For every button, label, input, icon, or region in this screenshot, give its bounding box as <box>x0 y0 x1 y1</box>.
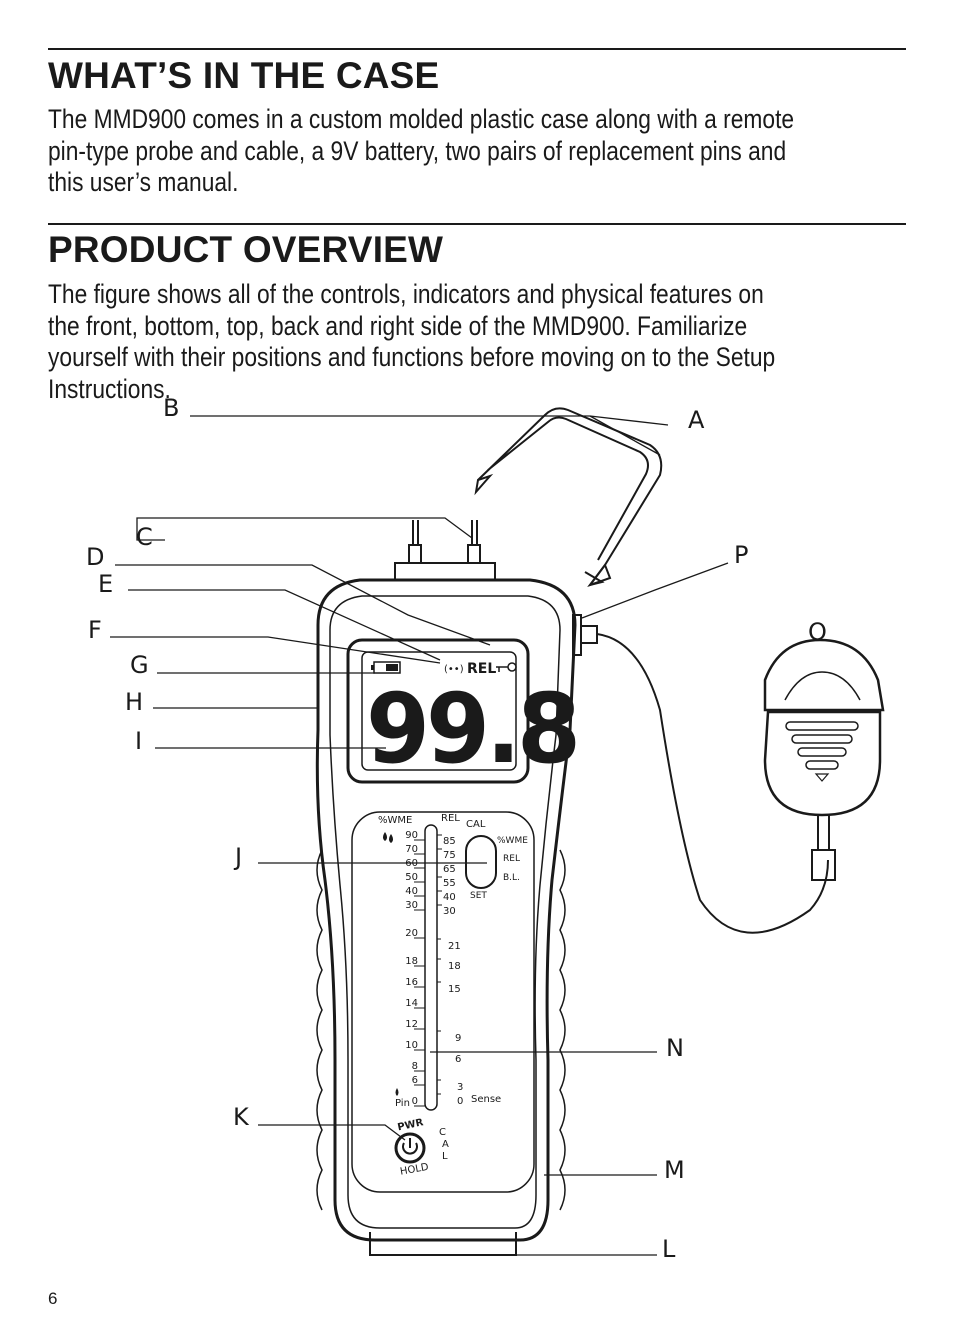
scale-right-value: 65 <box>443 864 456 875</box>
cal-vertical-a: A <box>442 1139 449 1150</box>
lcd-reading: 99.8 <box>366 673 577 786</box>
scale-left-value: 10 <box>405 1040 418 1051</box>
callout-c: C <box>136 523 153 551</box>
callout-d: D <box>86 543 104 571</box>
probe-cable <box>596 633 829 934</box>
callout-b: B <box>163 394 179 422</box>
scale-right-value: 30 <box>443 906 456 917</box>
callout-e: E <box>98 570 113 598</box>
section-heading-case: WHAT’S IN THE CASE <box>48 55 440 96</box>
callout-f: F <box>88 616 102 644</box>
scale-right-value: 18 <box>448 961 461 972</box>
scale-left-value: 6 <box>412 1075 418 1086</box>
cal-vertical-c: C <box>439 1127 446 1138</box>
scale-left-value: 90 <box>405 830 418 841</box>
meter-body <box>315 578 577 1242</box>
scale-right-value: 21 <box>448 941 461 952</box>
mode-rel-label: REL <box>503 854 520 864</box>
scale-right-value: 15 <box>448 984 461 995</box>
mode-bl-label: B.L. <box>503 873 520 883</box>
scale-right-value: 40 <box>443 892 456 903</box>
scale-right-value: 3 <box>457 1082 463 1093</box>
scale-right-value: 85 <box>443 836 456 847</box>
callout-i: I <box>135 727 142 755</box>
power-label: PWR <box>397 1117 425 1133</box>
callout-p: P <box>734 541 748 569</box>
power-icon <box>402 1138 418 1155</box>
scale-right-value: 0 <box>457 1096 463 1107</box>
remote-probe <box>763 638 885 712</box>
battery-icon <box>371 661 401 674</box>
callout-h: H <box>125 688 143 716</box>
wme-label: %WME <box>378 815 412 826</box>
cal-vertical-l: L <box>442 1151 448 1162</box>
sense-label: Sense <box>471 1094 501 1105</box>
mode-wme-label: %WME <box>497 836 528 846</box>
scale-left-value: 0 <box>412 1096 418 1107</box>
scale-right-value: 6 <box>455 1054 461 1065</box>
scale-left-value: 40 <box>405 886 418 897</box>
water-drop-icon <box>383 832 399 1096</box>
callout-a: A <box>688 406 705 434</box>
callout-j: J <box>233 843 242 871</box>
scale-left-value: 70 <box>405 844 418 855</box>
scale-left-value: 12 <box>405 1019 418 1030</box>
page-number: 6 <box>48 1289 58 1308</box>
pin-label: Pin <box>395 1098 410 1109</box>
callout-m: M <box>664 1156 685 1184</box>
cal-label: CAL <box>466 819 486 830</box>
pin-cap <box>477 407 663 587</box>
callout-l: L <box>662 1235 676 1263</box>
scale-left-value: 50 <box>405 872 418 883</box>
scale-left-value: 14 <box>405 998 418 1009</box>
scale-right-value: 75 <box>443 850 456 861</box>
callout-o: O <box>808 618 827 646</box>
scale-left-value: 18 <box>405 956 418 967</box>
callout-n: N <box>666 1034 684 1062</box>
lock-key-icon <box>496 662 517 672</box>
scale-left-value: 16 <box>405 977 418 988</box>
section-heading-overview: PRODUCT OVERVIEW <box>48 229 444 270</box>
section-body-overview: The figure shows all of the controls, in… <box>48 279 776 404</box>
scale-right-value: 9 <box>455 1033 461 1044</box>
top-rule <box>48 48 906 50</box>
section-body-case: The MMD900 comes in a custom molded plas… <box>48 104 795 197</box>
rel-label: REL <box>441 813 460 824</box>
callout-k: K <box>233 1103 250 1131</box>
section-rule <box>48 223 906 225</box>
scale-right-value: 55 <box>443 878 456 889</box>
hold-label: HOLD <box>399 1162 429 1178</box>
rel-indicator: REL <box>467 661 496 677</box>
scale-left-value: 8 <box>412 1061 418 1072</box>
scale-left-value: 30 <box>405 900 418 911</box>
callout-g: G <box>130 651 149 679</box>
scale-left-value: 20 <box>405 928 418 939</box>
set-label: SET <box>470 891 487 901</box>
signal-icon: (••) <box>444 664 464 675</box>
